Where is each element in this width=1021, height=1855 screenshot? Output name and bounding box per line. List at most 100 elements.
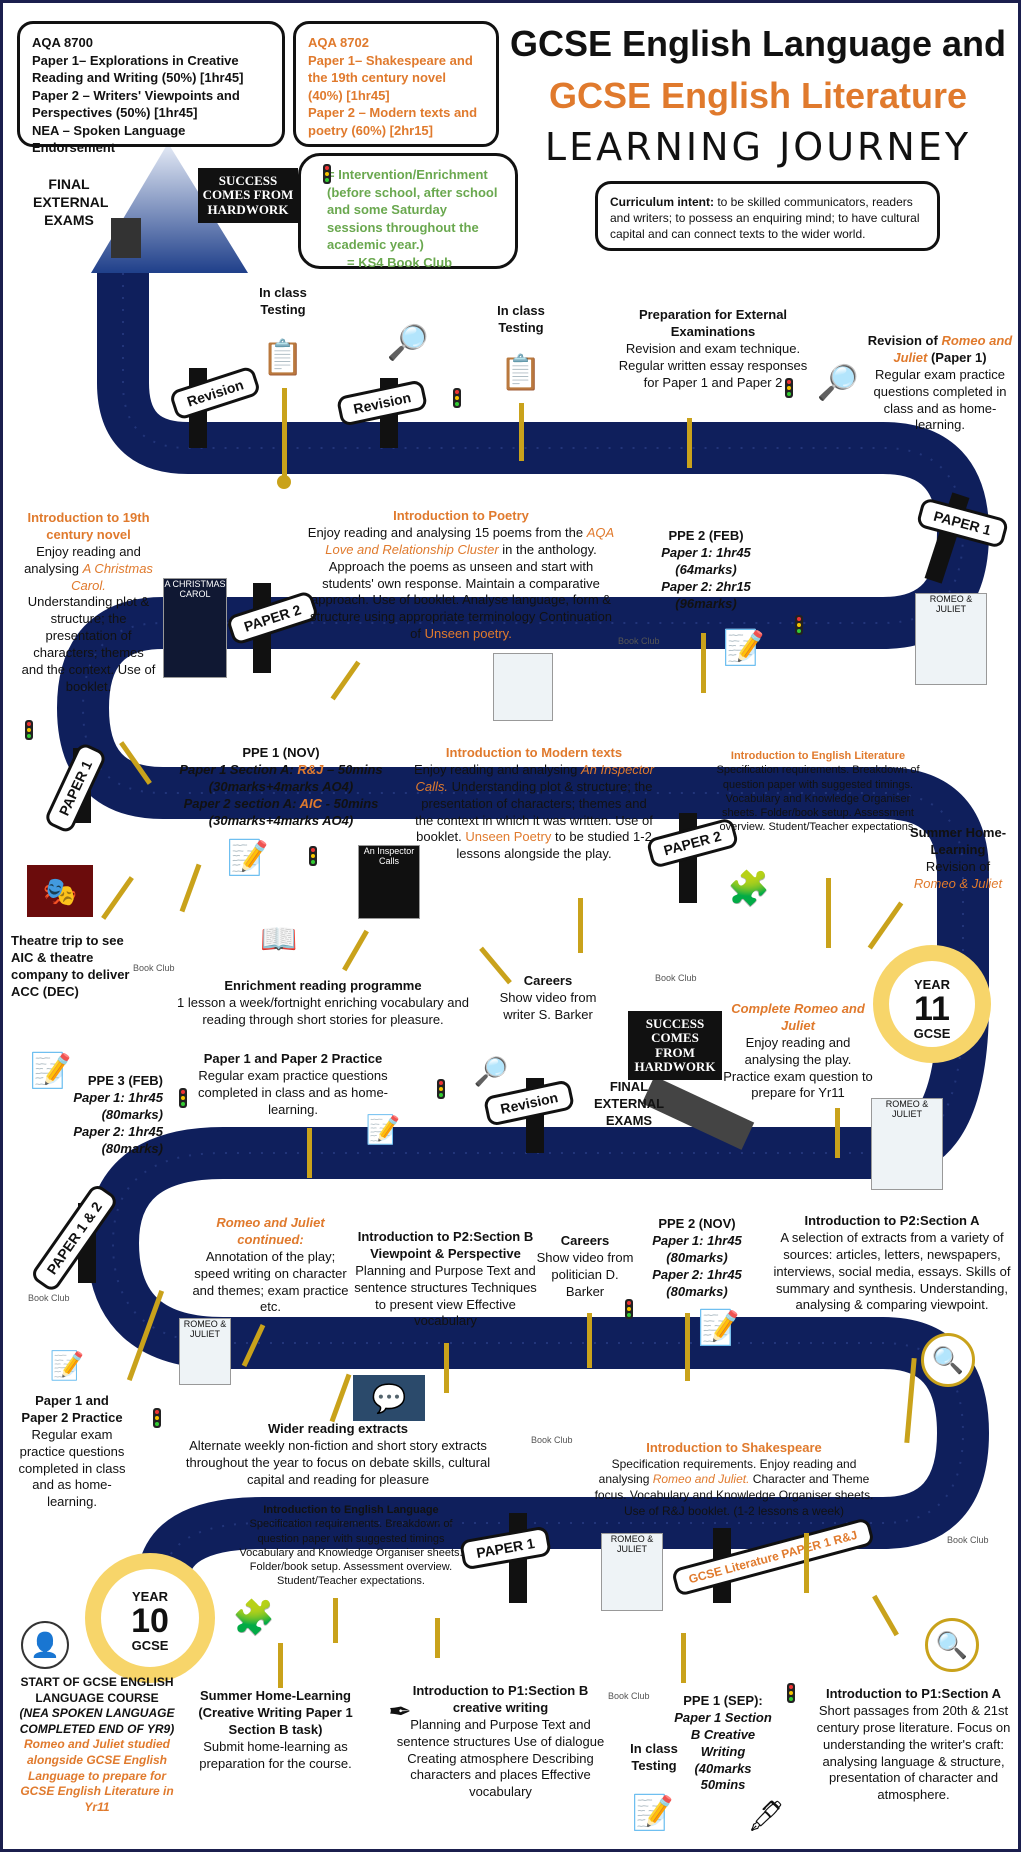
theatre-masks-icon: 🎭: [27, 865, 93, 917]
ppe2-feb-p2: Paper 2: 2hr15 (96marks): [661, 578, 751, 611]
speech-person-icon: 👤: [21, 1621, 69, 1669]
jigsaw-icon: 🧩: [727, 870, 771, 908]
milestone-pin: [835, 1108, 840, 1158]
magnifier-doc-icon: 🔍: [921, 1333, 975, 1387]
novel-book: A Christmas Carol.: [71, 560, 153, 593]
rj-revision-block: Revision of Romeo and Juliet (Paper 1) R…: [865, 333, 1015, 434]
checklist-icon: 📝: [226, 839, 270, 877]
p2a-body: A selection of extracts from a variety o…: [773, 1229, 1011, 1313]
p2a-title: Introduction to P2:Section A: [804, 1213, 980, 1228]
writing-icon: 📝: [49, 1349, 85, 1381]
milestone-pin: [444, 1343, 449, 1393]
prep-title: Preparation for External Examinations: [638, 307, 788, 339]
checklist-icon: 📝: [697, 1309, 741, 1347]
modern-unseen: Unseen Poetry: [465, 829, 552, 845]
book-club-icon: Book Club: [947, 1535, 989, 1545]
open-book-icon: 📖: [260, 922, 298, 956]
milestone-pin: [826, 878, 831, 948]
modern-body-2: Understanding plot & structure; the pres…: [415, 778, 653, 845]
summer-y11-title: Summer Home-Learning: [909, 825, 1007, 857]
aqa-language-box: AQA 8700 Paper 1– Explorations in Creati…: [17, 21, 285, 155]
p1b-body: Planning and Purpose Text and sentence s…: [396, 1716, 605, 1800]
practice-y11-body: Regular exam practice questions complete…: [197, 1067, 389, 1117]
intro-literature-title: Introduction to English Literature: [730, 750, 906, 762]
shakespeare-title: Introduction to Shakespeare: [646, 1440, 822, 1455]
ppe2-feb-block: PPE 2 (FEB) Paper 1: 1hr45 (64marks) Pap…: [651, 528, 761, 612]
milestone-pin: [687, 418, 692, 468]
book-club-icon: Book Club: [28, 1293, 70, 1303]
motto-sign: SUCCESS COMES FROM HARDWORK: [198, 168, 298, 223]
romeo-juliet-cover-4: ROMEO & JULIET: [601, 1533, 663, 1611]
aqa-literature-box: AQA 8702 Paper 1– Shakespeare and the 19…: [293, 21, 499, 147]
summer-y11-body: Revision of: [925, 858, 991, 874]
ppe3-p1: Paper 1: 1hr45 (80marks): [73, 1089, 163, 1122]
ppe1-sep-body: Paper 1 Section B Creative Writing (40ma…: [674, 1709, 772, 1793]
magnifier-check-icon: 🔎: [816, 364, 860, 402]
book-club-text: = KS4 Book Club: [347, 254, 453, 270]
wider-reading-title: Wider reading extracts: [267, 1421, 409, 1436]
wider-reading-block: Wider reading extracts Alternate weekly …: [168, 1421, 508, 1489]
book-club-icon: Book Club: [531, 1435, 573, 1445]
curriculum-intent-text: to be skilled communicators, readers and…: [610, 195, 920, 242]
traffic-light-icon: [323, 164, 331, 184]
final-exams-label-2: FINAL EXTERNAL EXAMS: [593, 1079, 665, 1128]
milestone-pin: [681, 1633, 686, 1683]
traffic-light-icon: [437, 1079, 445, 1099]
speech-bubbles-icon: 💬: [353, 1375, 425, 1421]
p1b-block: Introduction to P1:Section B creative wr…: [393, 1683, 608, 1801]
romeo-juliet-cover: ROMEO & JULIET: [915, 593, 987, 685]
milestone-pin: [701, 633, 706, 693]
checklist-icon: 📝: [722, 629, 766, 667]
traffic-light-icon: [787, 1683, 795, 1703]
magnifier-check-icon: 🔎: [473, 1055, 509, 1087]
p2a-block: Introduction to P2:Section A A selection…: [768, 1213, 1016, 1314]
pen-icon: ✒: [388, 1695, 412, 1727]
traffic-light-icon: [625, 1299, 633, 1319]
ppe1-nov-a-end: – 50mins (30marks+4marks AO4): [208, 761, 383, 794]
book-club-icon: Book Club: [618, 636, 660, 646]
rj-continued-block: Romeo and Juliet continued: Annotation o…: [188, 1215, 353, 1316]
checkered-flag-icon: [111, 218, 755, 1150]
ppe2-nov-p2: Paper 2: 1hr45 (80marks): [652, 1266, 742, 1299]
novel-block: Introduction to 19th century novel Enjoy…: [21, 510, 156, 696]
curriculum-intent-label: Curriculum intent:: [610, 195, 714, 209]
milestone-pin: [804, 1533, 809, 1593]
final-exams-label: FINAL EXTERNAL EXAMS: [33, 176, 109, 229]
traffic-light-icon: [309, 846, 317, 866]
year10-sub: GCSE: [131, 1638, 169, 1653]
complete-rj-block: Complete Romeo and Juliet Enjoy reading …: [723, 1001, 873, 1102]
enrichment-block: Enrichment reading programme 1 lesson a …: [168, 978, 478, 1029]
year11-sub: GCSE: [913, 1026, 951, 1041]
checklist-icon: 📋: [499, 354, 543, 392]
year11-number: 11: [914, 990, 950, 1028]
modern-body-3: to be studied 1-2 lessons alongside the …: [456, 829, 652, 862]
book-club-icon: Book Club: [655, 973, 697, 983]
ppe1-nov-b: Paper 2 section A:: [183, 795, 297, 811]
traffic-light-icon: [453, 388, 461, 408]
shakespeare-book: Romeo and Juliet.: [652, 1472, 750, 1487]
aqa-literature-paper1: Paper 1– Shakespeare and the 19th centur…: [308, 52, 473, 103]
year10-number: 10: [131, 1602, 169, 1640]
p1b-title: Introduction to P1:Section B creative wr…: [412, 1683, 589, 1715]
practice-y10-title: Paper 1 and Paper 2 Practice: [21, 1393, 123, 1425]
aqa-language-paper1: Paper 1– Explorations in Creative Readin…: [32, 52, 244, 86]
shakespeare-body-2: Character and Theme focus. Vocabulary an…: [594, 1472, 874, 1518]
traffic-light-icon: [153, 1408, 161, 1428]
testing-label-1: In class Testing: [259, 285, 307, 317]
p1a-block: Introduction to P1:Section A Short passa…: [811, 1686, 1016, 1804]
summer-y10-block: Summer Home-Learning (Creative Writing P…: [188, 1688, 363, 1772]
p2b-block: Introduction to P2:Section B Viewpoint &…: [348, 1229, 543, 1330]
page-title-journey: LEARNING JOURNEY: [544, 125, 972, 169]
intro-language-body: Specification requirements. Breakdown of…: [239, 1518, 463, 1588]
poetry-unseen: Unseen poetry.: [424, 626, 512, 642]
start-course-block: START OF GCSE ENGLISH LANGUAGE COURSE (N…: [11, 1675, 183, 1815]
rj-revision-title: Revision of: [867, 333, 938, 348]
milestone-pin: [519, 403, 524, 461]
magnifier-check-icon: 🔎: [386, 324, 430, 362]
ppe1-sep-block: PPE 1 (SEP): Paper 1 Section B Creative …: [673, 1693, 773, 1794]
rj-revision-body: Regular exam practice questions complete…: [873, 366, 1007, 433]
novel-title: Introduction to 19th century novel: [27, 510, 150, 542]
practice-y10-body: Regular exam practice questions complete…: [18, 1426, 126, 1510]
modern-body-1: Enjoy reading and analysing: [414, 761, 578, 777]
